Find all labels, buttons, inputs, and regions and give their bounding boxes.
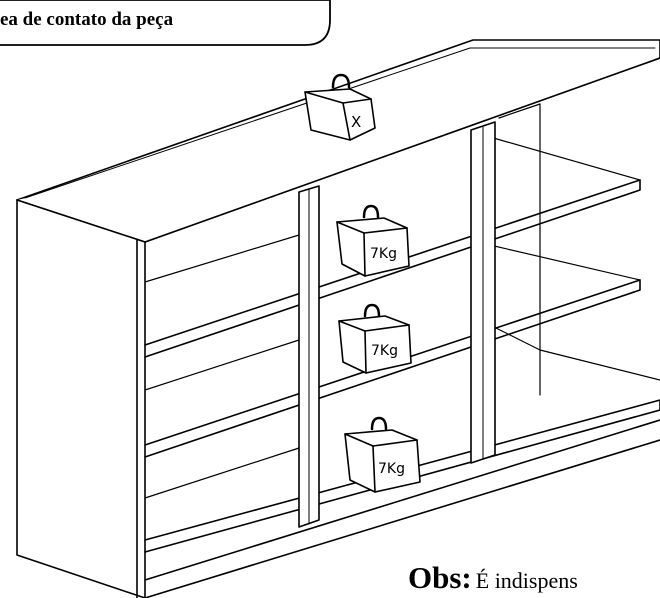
divider-left	[298, 185, 320, 528]
weight-shelf-2: 7Kg	[338, 303, 412, 374]
weight-top: X	[304, 73, 376, 141]
observation-note-text: É indispens	[475, 568, 578, 593]
weight-shelf-3: 7Kg	[344, 416, 421, 493]
header-label: ea de contato da peça	[0, 9, 174, 30]
cabinet-back	[498, 103, 541, 396]
weight-top-label: X	[351, 113, 361, 131]
weight-shelf-1: 7Kg	[336, 204, 410, 277]
cabinet-top	[16, 39, 660, 243]
divider-right	[470, 121, 496, 464]
weight-shelf-1-label: 7Kg	[370, 246, 397, 262]
cabinet-left-side	[16, 199, 146, 598]
weight-shelf-2-label: 7Kg	[371, 343, 398, 359]
observation-note: Obs: É indispens	[408, 560, 578, 596]
header-label-frame	[0, 0, 331, 46]
cabinet-bottom	[144, 419, 660, 598]
weight-shelf-3-label: 7Kg	[378, 461, 405, 477]
observation-note-title: Obs:	[408, 560, 472, 595]
